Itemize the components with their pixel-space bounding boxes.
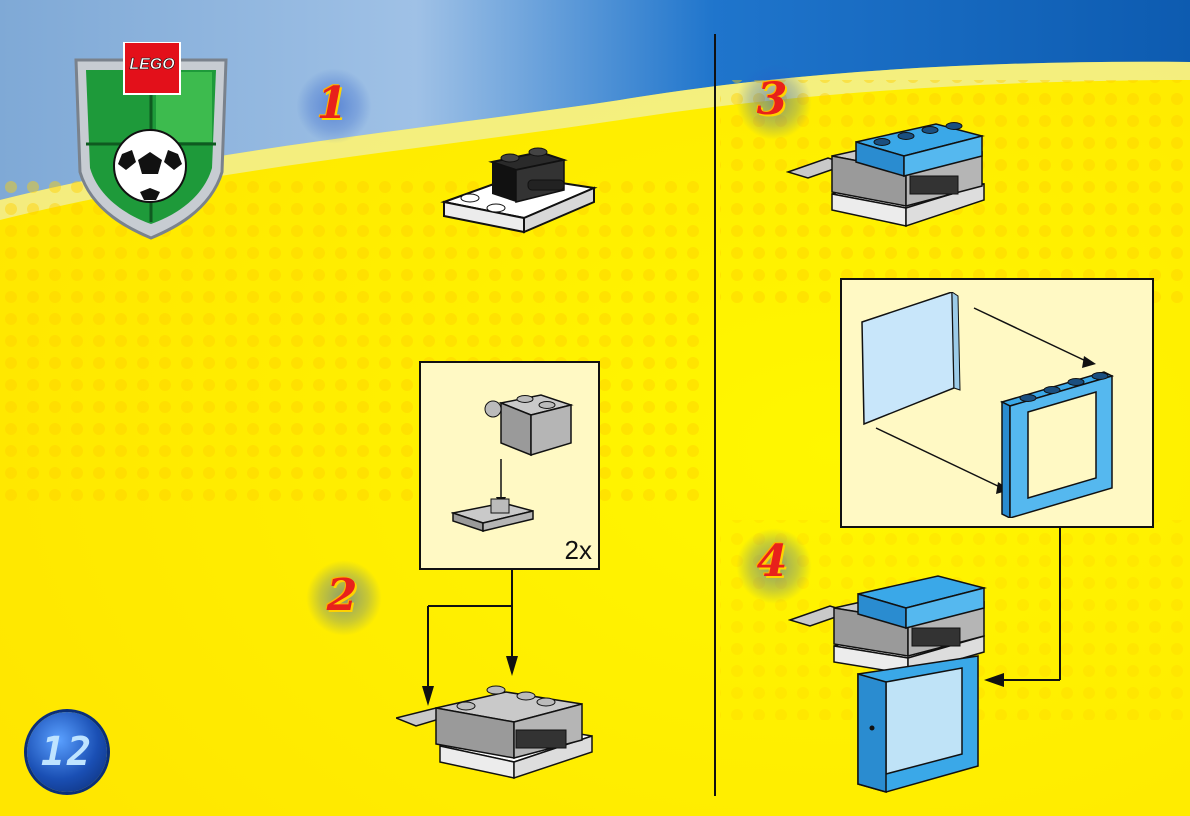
step-halo — [306, 560, 382, 636]
window-parts-image — [861, 292, 1115, 518]
step-1-build-image — [440, 147, 598, 234]
step-4-subassembly-box — [840, 278, 1154, 528]
step-2-subassembly-box: 2x — [419, 361, 600, 570]
step-halo — [736, 528, 812, 604]
quantity-label: 2x — [564, 535, 592, 565]
step-2-build-image — [396, 685, 593, 780]
step-1-number: 1 — [316, 78, 348, 129]
step-2-arrows — [422, 570, 518, 706]
page-number: 12 — [27, 712, 107, 792]
soccer-shield-icon — [74, 41, 228, 240]
column-divider — [714, 34, 716, 796]
step-2-number: 2 — [326, 570, 358, 621]
lego-soccer-logo: LEGO — [70, 41, 232, 242]
subassembly-parts-image — [451, 394, 574, 533]
step-3-number: 3 — [756, 74, 788, 125]
step-4-arrow — [984, 528, 1061, 687]
step-halo — [296, 68, 372, 144]
step-4-number: 4 — [756, 536, 788, 587]
step-4-build-image — [788, 575, 987, 793]
step-halo — [736, 64, 812, 140]
step-3-build-image — [786, 122, 985, 228]
brand-label: LEGO — [129, 56, 175, 74]
